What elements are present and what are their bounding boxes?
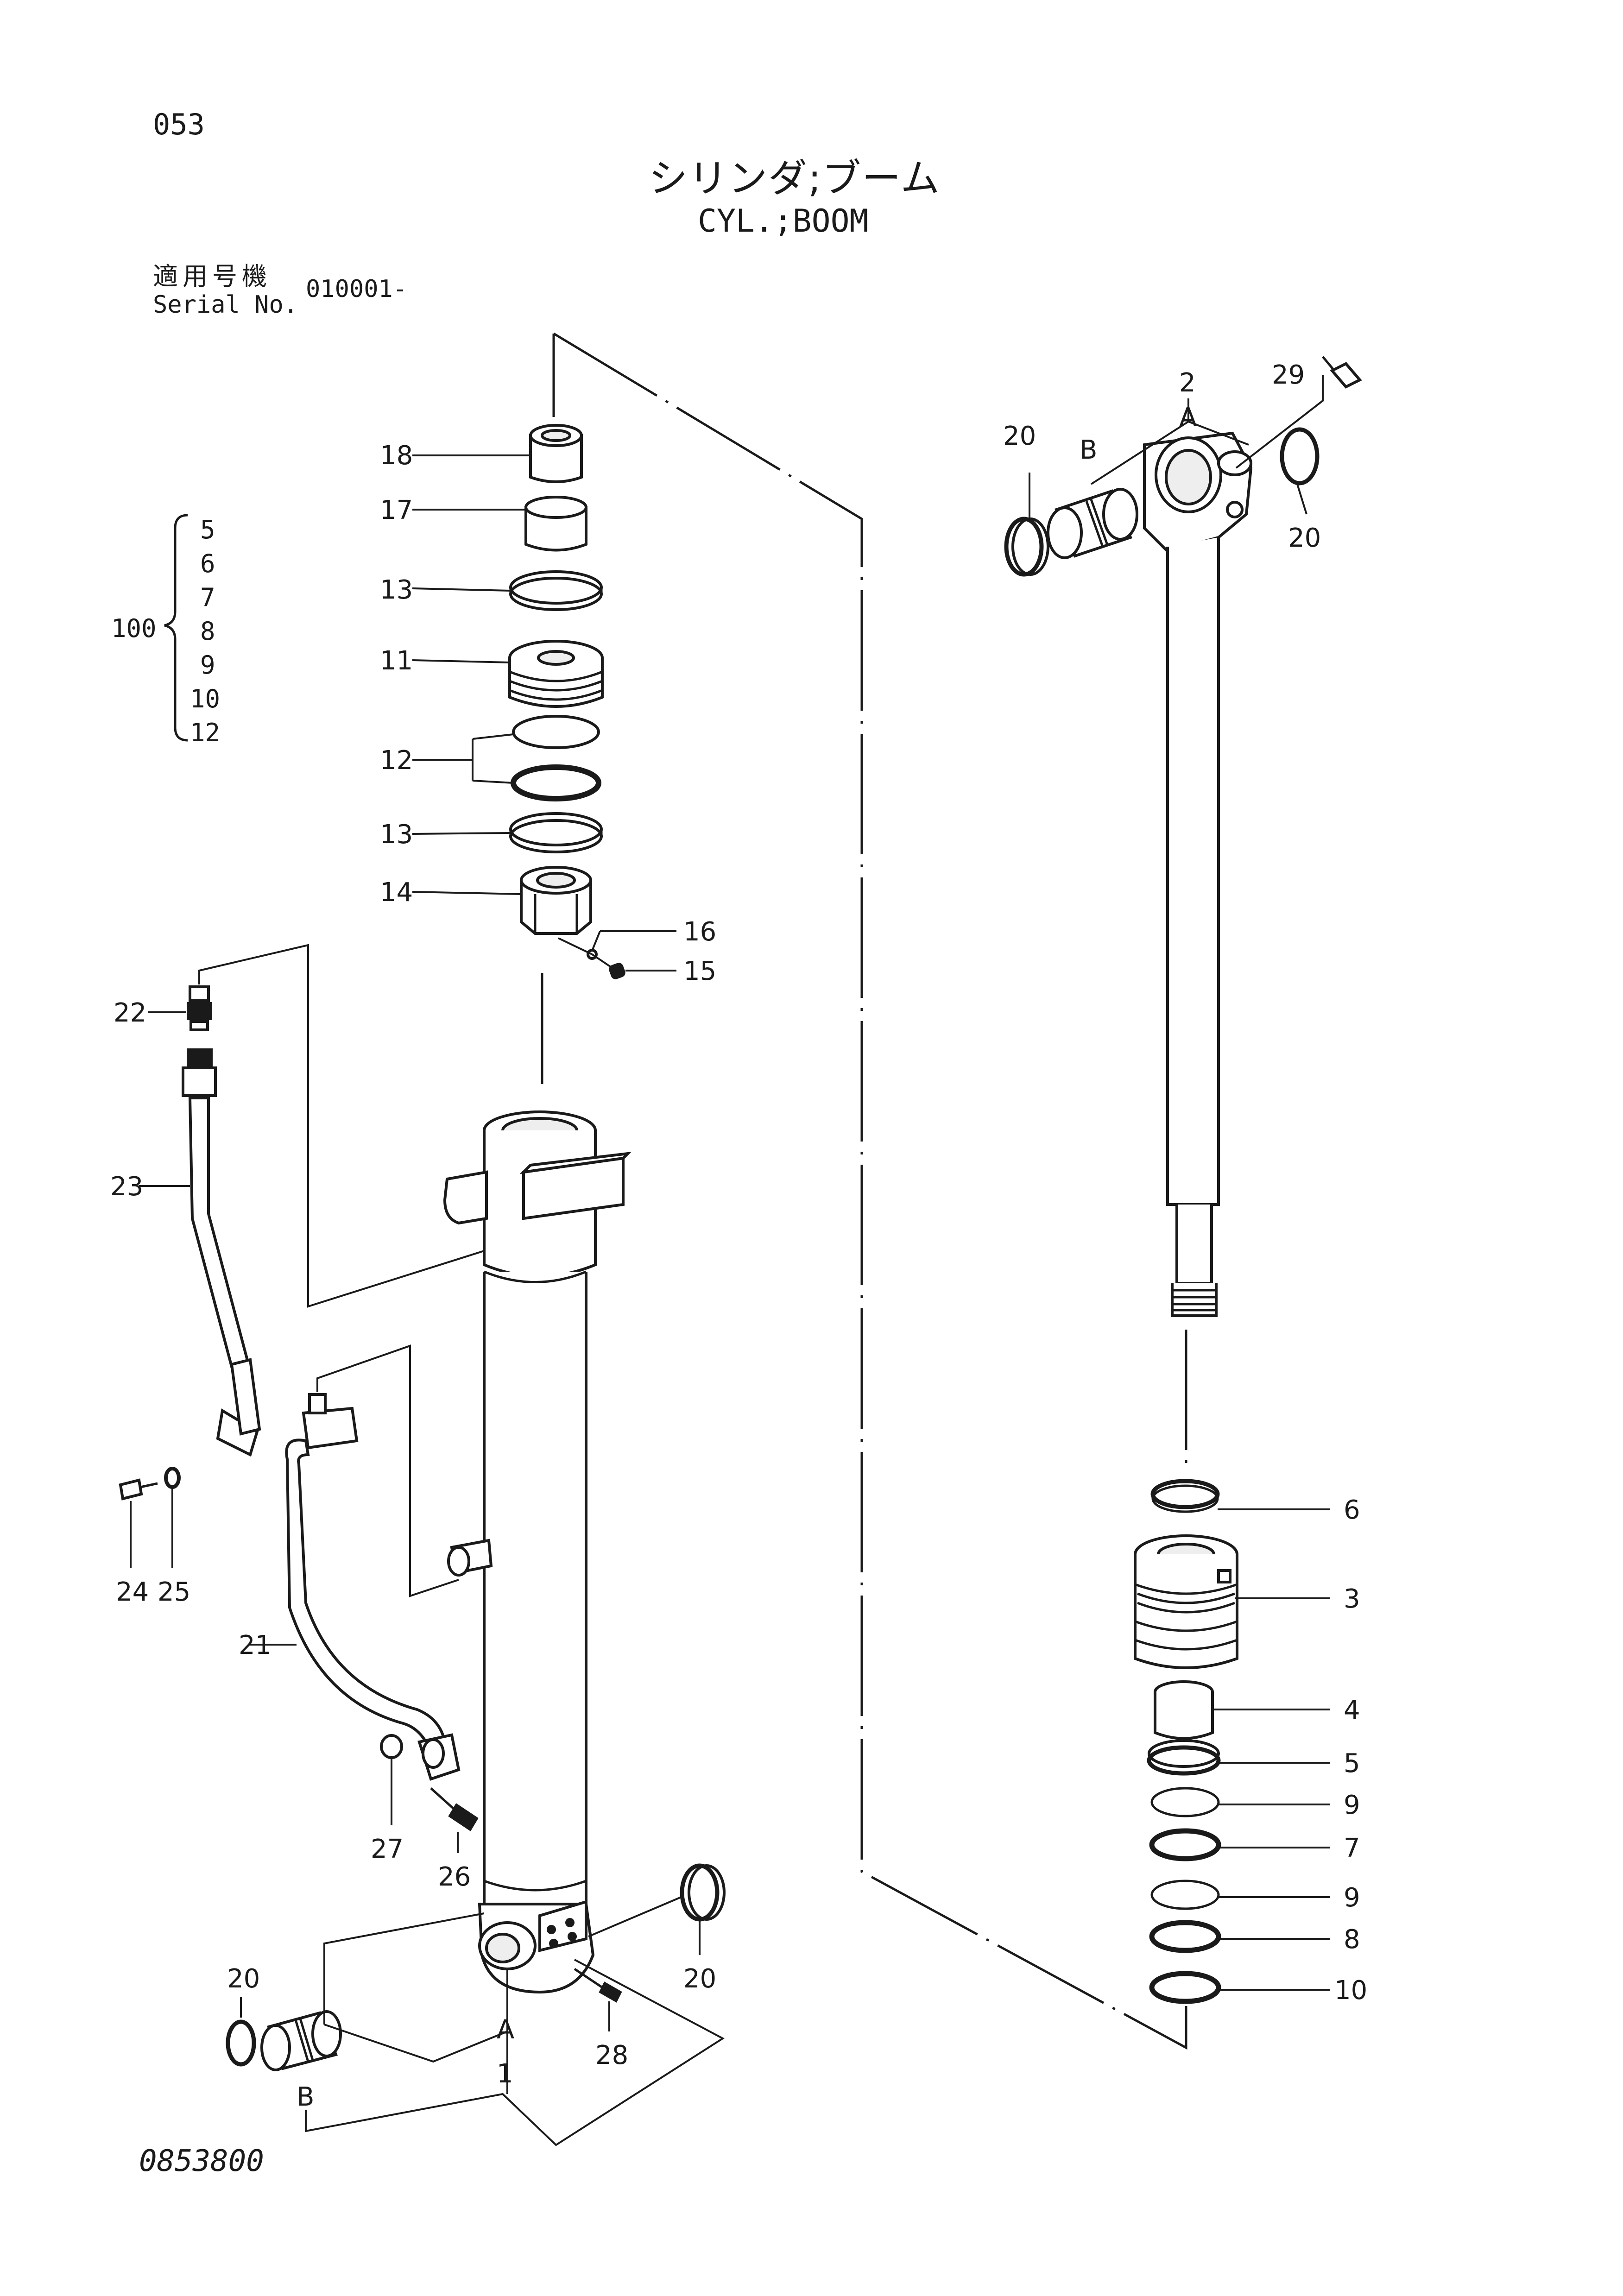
part-27-o-ring [380,1734,403,1759]
part-21-pipe [285,1393,461,1781]
part-15-set-screw [609,963,625,979]
part-20-seal-rod-right [1280,427,1320,486]
part-18-bushing [529,424,583,483]
callout-26: 26 [438,1862,471,1892]
callout-20: 20 [1003,421,1036,451]
callout-1: 1 [497,2059,513,2089]
callout-29: 29 [1272,360,1305,390]
part-10-ring [1149,1971,1221,2004]
callout-21: 21 [239,1630,272,1660]
callout-20: 20 [683,1964,716,1994]
leader-lines [130,375,1330,2146]
title-english: CYL.;BOOM [698,203,869,240]
drawing-number: 0853800 [139,2144,264,2178]
callout-28: 28 [595,2040,628,2070]
kit-member: 7 [200,583,215,612]
part-4-bushing [1154,1680,1214,1740]
part-29-grease-fitting [1322,356,1362,389]
serial-label: Serial No. [153,291,298,319]
part-14-nut [520,866,592,935]
callout-4: 4 [1344,1695,1360,1725]
part-22-fitting [187,985,212,1031]
callout-13: 13 [380,575,413,605]
part-5-ring [1147,1739,1221,1776]
callout-14: 14 [380,877,413,908]
part-28-grease-fitting [574,1968,622,2003]
kit-member: 5 [200,515,215,544]
part-1-cylinder-tube [443,1110,632,1994]
kit-bracket [164,514,188,742]
part-20-seal-rod-left [1004,517,1049,577]
part-b-pin-rod [1047,488,1138,559]
callout-25: 25 [158,1577,190,1607]
part-13-ring-upper [509,570,603,611]
callout-11: 11 [380,646,413,676]
part-9-ring-lower [1150,1880,1220,1910]
callout-6: 6 [1344,1495,1360,1525]
kit-member: 9 [200,650,215,680]
callout-13: 13 [380,820,413,850]
letter-b-tube: B [297,2082,314,2112]
callout-5: 5 [1344,1748,1360,1779]
callout-7: 7 [1344,1833,1360,1863]
part-b-pin-tube [260,2010,342,2071]
kit-number: 100 [111,614,157,643]
callout-24: 24 [116,1577,149,1607]
serial-value: 010001- [306,275,408,303]
alignment-line [553,332,1187,2050]
part-25-washer [164,1467,181,1489]
kit-member: 10 [190,684,221,713]
applicable-serial-label-jp: 適用号機 [153,262,272,291]
part-3-piston [1134,1534,1238,1669]
callout-labels: 18 17 13 11 12 13 14 16 15 22 23 24 25 2… [110,360,1367,2112]
kit-member: 6 [200,549,215,578]
part-17-bushing [524,496,587,552]
letter-a-rod: A [1179,403,1197,433]
callout-23: 23 [110,1172,143,1202]
part-13-ring-lower [509,812,603,853]
callout-15: 15 [683,956,716,986]
callout-9: 9 [1344,1883,1360,1913]
callout-22: 22 [114,998,146,1028]
kit-member: 8 [200,617,215,646]
page-number: 053 [153,107,205,141]
callout-27: 27 [371,1834,404,1864]
part-23-pipe [182,1048,261,1457]
part-6-ring [1150,1479,1220,1513]
part-26-bolt [430,1787,479,1831]
part-20-seal-tube-right [680,1863,726,1922]
callout-16: 16 [683,917,716,947]
letter-a-tube: A [497,2015,514,2045]
callout-20: 20 [1288,523,1321,553]
callout-10: 10 [1334,1975,1367,2006]
callout-3: 3 [1344,1584,1360,1614]
callout-8: 8 [1344,1924,1360,1955]
part-7-ring [1149,1828,1221,1861]
callout-20: 20 [227,1964,260,1994]
part-20-seal-tube-left [226,2019,256,2067]
letter-b-rod: B [1080,435,1097,465]
part-9-ring-upper [1150,1787,1220,1817]
part-8-ring [1149,1920,1221,1953]
callout-18: 18 [380,441,413,471]
callout-9: 9 [1344,1790,1360,1820]
callout-12: 12 [380,745,413,776]
part-12-seal-rings [511,715,601,801]
part-24-bolt [119,1478,158,1501]
callout-17: 17 [380,495,413,525]
part-11-gland [508,640,604,708]
kit-member: 12 [190,718,221,747]
callout-2: 2 [1179,368,1196,398]
part-2-piston-rod [1143,431,1253,1317]
title-japanese: シリンダ;ブーム [649,156,941,201]
